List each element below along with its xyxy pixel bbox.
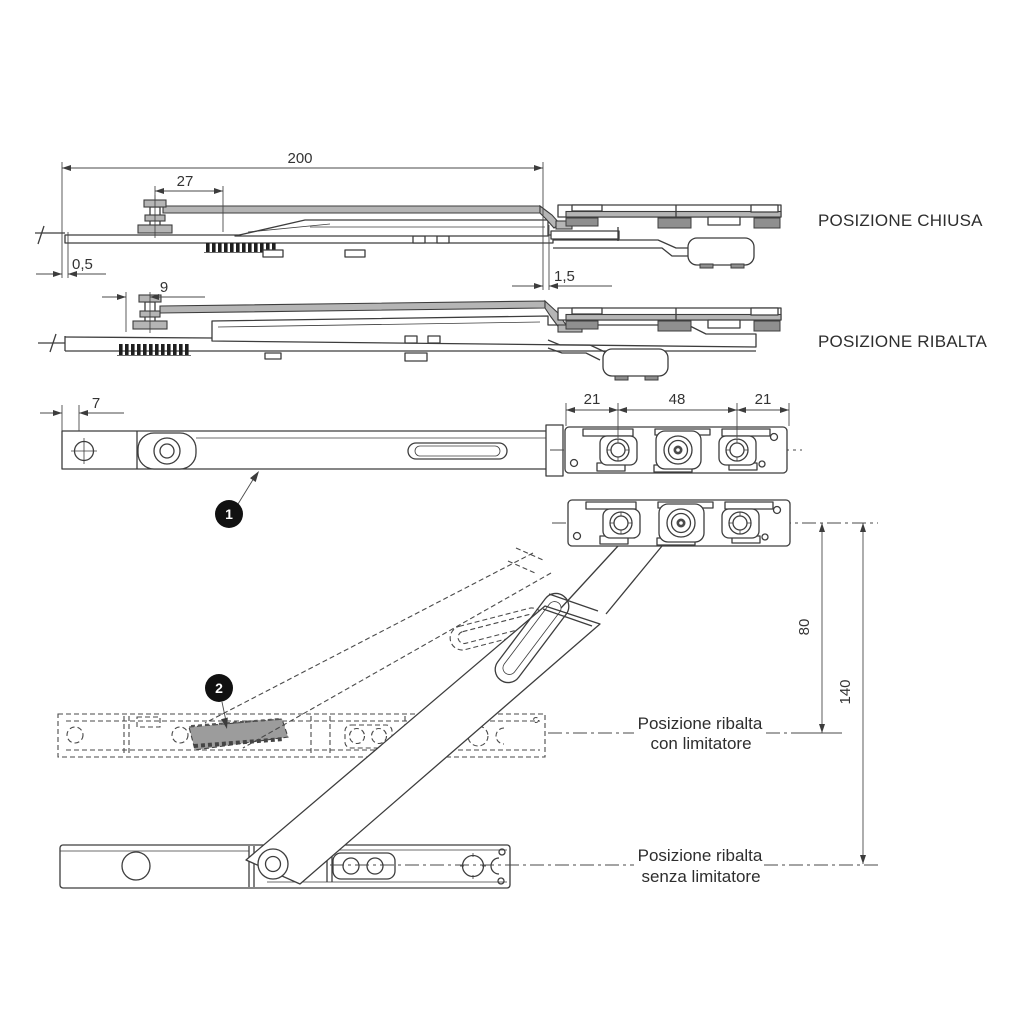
view-stay-arm-plan: 7 1 (40, 395, 564, 528)
pivot-pin-ribalta (132, 292, 168, 333)
serrated-rack-ribalta (117, 344, 191, 356)
dim-80-label: 80 (796, 619, 813, 636)
view-posizione-ribalta: 9 POSIZIONE RIBALTA (38, 279, 987, 381)
phantom-arm-con-limitatore (204, 547, 552, 749)
serrated-rack-closed (204, 243, 278, 253)
dim-0-5: 0,5 (36, 232, 106, 278)
dim-140: 140 (837, 523, 866, 864)
dim-48-label: 48 (669, 391, 686, 408)
view-mounting-plate-bottom (567, 499, 791, 547)
caption-senza-limitatore: Posizione ribalta senza limitatore (638, 846, 763, 886)
caption-con-limitatore: Posizione ribalta con limitatore (638, 714, 763, 753)
view-tilt-arm-open (245, 545, 663, 885)
dim-200: 200 (61, 150, 544, 290)
frame-bracket-closed (557, 204, 782, 229)
arm-end-ribalta (547, 339, 669, 381)
dim-80: 80 (796, 523, 842, 734)
arm-end-closed (550, 227, 755, 269)
caption-con-limitatore-line1: Posizione ribalta (638, 714, 763, 733)
dim-21-right-label: 21 (755, 391, 772, 408)
arm-slot (407, 442, 508, 460)
balloon-1-marker: 1 (215, 471, 259, 528)
arm-bracket-connector (545, 424, 564, 477)
rail-fastener (460, 848, 506, 885)
dim-0-5-label: 0,5 (72, 256, 93, 273)
dim-7: 7 (40, 395, 124, 431)
label-posizione-ribalta: POSIZIONE RIBALTA (818, 332, 987, 351)
dim-27: 27 (154, 173, 224, 232)
caption-con-limitatore-line2: con limitatore (650, 734, 751, 753)
limiter-block (188, 718, 289, 751)
pivot-pin-closed (137, 195, 173, 238)
top-bar-closed (162, 205, 541, 214)
arm-pivot-knuckle (137, 432, 197, 470)
balloon-2-number: 2 (215, 680, 223, 696)
dim-27-label: 27 (177, 173, 194, 190)
caption-senza-limitatore-line1: Posizione ribalta (638, 846, 763, 865)
dim-9-label: 9 (160, 279, 168, 296)
label-posizione-chiusa: POSIZIONE CHIUSA (818, 211, 983, 230)
top-bar-ribalta (159, 300, 546, 314)
dim-140-label: 140 (837, 679, 854, 704)
dim-9: 9 (102, 279, 205, 332)
balloon-2-marker: 2 (205, 674, 233, 729)
dim-21-left-label: 21 (584, 391, 601, 408)
fastener-left (606, 438, 630, 462)
frame-bracket-ribalta (557, 307, 782, 332)
end-cap-hole (71, 438, 97, 464)
caption-senza-limitatore-line2: senza limitatore (641, 867, 760, 886)
view-mounting-plate-top: 21 48 21 (564, 391, 790, 474)
dim-1-5-label: 1,5 (554, 268, 575, 285)
view-posizione-chiusa: 200 27 0,5 1,5 POSIZION (35, 150, 983, 290)
balloon-1-number: 1 (225, 506, 233, 522)
dim-21-48-21: 21 48 21 (565, 391, 790, 438)
dim-1-5: 1,5 (512, 225, 612, 290)
dim-200-label: 200 (287, 150, 312, 167)
fastener-right (725, 438, 749, 462)
fastener-center (663, 435, 693, 465)
dim-7-label: 7 (92, 395, 100, 412)
